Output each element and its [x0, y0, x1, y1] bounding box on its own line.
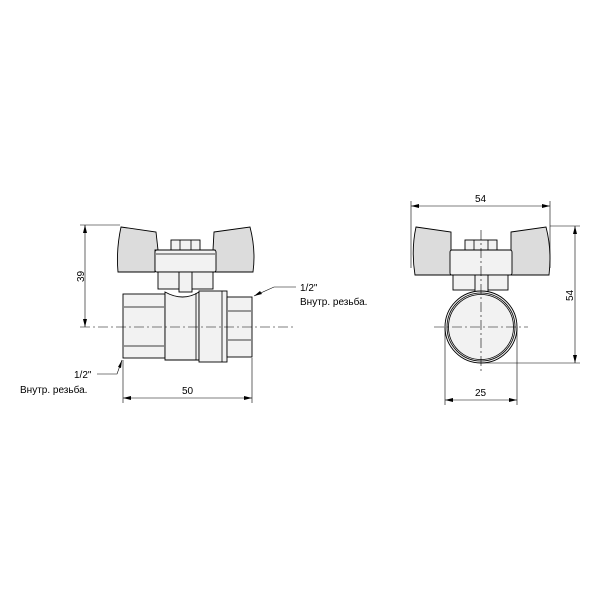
length-dim-label: 50: [182, 386, 194, 397]
stem: [178, 271, 193, 293]
thread-right-type: Внутр. резьба.: [300, 296, 367, 308]
hex-left: [122, 293, 166, 359]
width-dim-label: 54: [475, 194, 487, 205]
valve-body: [164, 291, 200, 361]
handle-nut: [170, 239, 201, 251]
handle-hub: [154, 249, 217, 273]
side-view: 39 50 1/2" Внутр. резьба. 1/2" Внутр. ре…: [20, 224, 367, 403]
thread-right-size: 1/2": [300, 283, 318, 294]
front-wing-left: [412, 226, 452, 276]
handle-wing-left: [116, 226, 159, 273]
diameter-dim-label: 25: [475, 388, 487, 399]
front-view: 54 54 25: [410, 194, 580, 405]
height-dim-label: 39: [76, 270, 87, 282]
front-stem: [474, 274, 489, 294]
thread-left-type: Внутр. резьба.: [20, 384, 87, 396]
front-wing-right: [510, 226, 551, 276]
union-ring: [198, 290, 228, 363]
height-dim-label-front: 54: [565, 289, 576, 301]
thread-left-size: 1/2": [74, 370, 92, 381]
handle-wing-right: [212, 226, 255, 273]
